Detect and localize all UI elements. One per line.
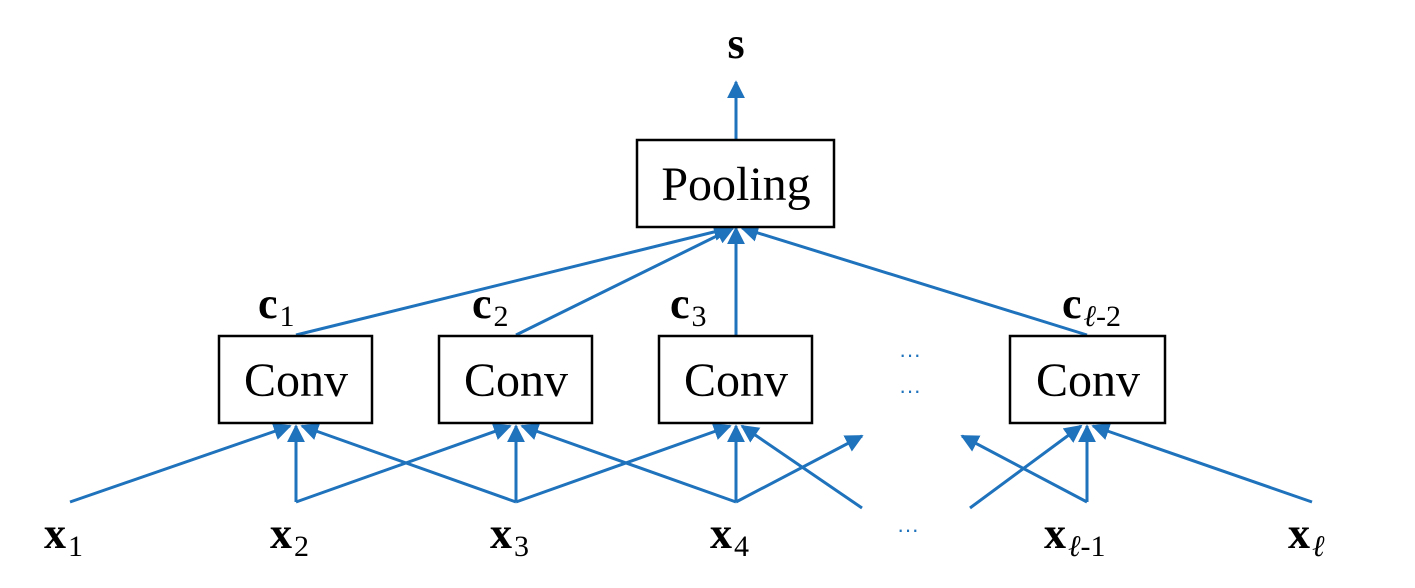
ellipsis-lower: ···	[899, 378, 921, 403]
conv-box-l2	[1008, 334, 1167, 425]
edge-c2-to-pooling	[515, 226, 735, 337]
conv-label-1: Conv	[244, 354, 348, 407]
cl2-label: cℓ-2	[1062, 279, 1121, 333]
x3-label: x3	[490, 509, 529, 563]
pooling-label: Pooling	[661, 158, 810, 211]
xl1-label: xℓ-1	[1044, 509, 1106, 563]
conv-box-3	[657, 334, 814, 425]
x2-label: x2	[270, 509, 309, 563]
ellipsis-upper: ···	[899, 342, 921, 367]
edge-x3-to-conv3	[515, 422, 732, 504]
ellipsis-inputs: ···	[897, 517, 919, 542]
edge-c1-to-pooling	[295, 223, 732, 337]
c2-label: c2	[472, 279, 509, 333]
conv-label-2: Conv	[464, 354, 568, 407]
x4-label: x4	[710, 509, 749, 563]
conv-label-3: Conv	[684, 354, 788, 407]
edge-x3-to-conv1	[300, 422, 517, 504]
edge-x1-to-conv1	[69, 422, 292, 504]
c1-label: c1	[258, 279, 295, 333]
output-label: s	[727, 19, 744, 68]
edge-x4-to-next	[735, 434, 864, 504]
conv-box-1	[217, 334, 374, 425]
edge-xl2-to-convl	[969, 424, 1083, 510]
edge-cl2-to-pooling	[740, 224, 1088, 337]
conv-label-l2: Conv	[1036, 354, 1140, 407]
edge-x4-to-conv2	[520, 422, 737, 504]
pooling-box	[635, 138, 836, 229]
conv-box-2	[437, 334, 594, 425]
xl-label: xℓ	[1288, 509, 1325, 563]
x1-label: x1	[44, 509, 83, 563]
edge-x2-to-conv2	[295, 422, 512, 504]
c3-label: c3	[670, 279, 707, 333]
edge-xl-to-convl	[1091, 422, 1313, 504]
